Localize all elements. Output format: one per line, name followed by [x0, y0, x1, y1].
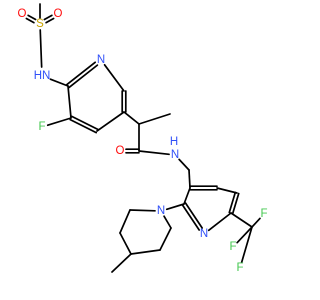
double-bond — [228, 191, 237, 214]
single-bond — [129, 209, 156, 212]
double-bond — [181, 204, 201, 231]
single-bond — [46, 117, 72, 127]
single-bond — [119, 232, 132, 255]
atom-label-o2: O — [54, 8, 63, 20]
atom-label-o3: O — [116, 145, 125, 157]
atom-label-s1: S — [36, 18, 44, 30]
atom-label-n2: N — [200, 228, 208, 240]
atom-label-f3: F — [229, 241, 236, 253]
single-bond — [159, 227, 172, 251]
bond-layer — [25, 3, 261, 273]
single-bond — [165, 203, 185, 211]
double-bond — [43, 14, 53, 21]
atom-label-n3: N — [157, 205, 165, 217]
single-bond — [251, 217, 261, 228]
atom-label-f4: F — [236, 262, 243, 274]
single-bond — [163, 215, 172, 229]
atom-label-f2: F — [260, 208, 267, 220]
double-bond — [25, 17, 35, 24]
single-bond — [96, 111, 125, 132]
atom-label-o1: O — [18, 8, 27, 20]
single-bond — [67, 85, 72, 119]
single-bond — [230, 212, 253, 228]
single-bond — [49, 78, 69, 87]
double-bond — [69, 118, 98, 134]
single-bond — [207, 212, 232, 232]
single-bond — [183, 187, 191, 205]
double-bond — [45, 17, 55, 24]
atom-label-f1: F — [38, 121, 45, 133]
double-bond — [68, 64, 99, 89]
single-bond — [138, 150, 170, 156]
double-bond — [66, 61, 97, 86]
single-bond — [119, 209, 131, 234]
double-bond — [231, 192, 240, 215]
single-bond — [130, 249, 161, 255]
single-bond — [111, 253, 132, 273]
single-bond — [236, 226, 253, 244]
single-bond — [138, 113, 171, 125]
single-bond — [178, 158, 190, 171]
single-bond — [39, 29, 43, 68]
atom-label-n1: N — [97, 54, 105, 66]
single-bond — [103, 63, 125, 92]
single-bond — [240, 226, 253, 264]
double-bond — [70, 115, 99, 131]
atom-label-nh2: N — [171, 149, 179, 161]
single-bond — [216, 187, 238, 194]
single-bond — [123, 111, 140, 125]
atom-label-nh1: HN — [34, 70, 51, 82]
single-bond — [188, 169, 191, 189]
double-bond — [27, 14, 37, 21]
atom-label-h2: H — [170, 136, 178, 148]
double-bond — [184, 202, 204, 229]
